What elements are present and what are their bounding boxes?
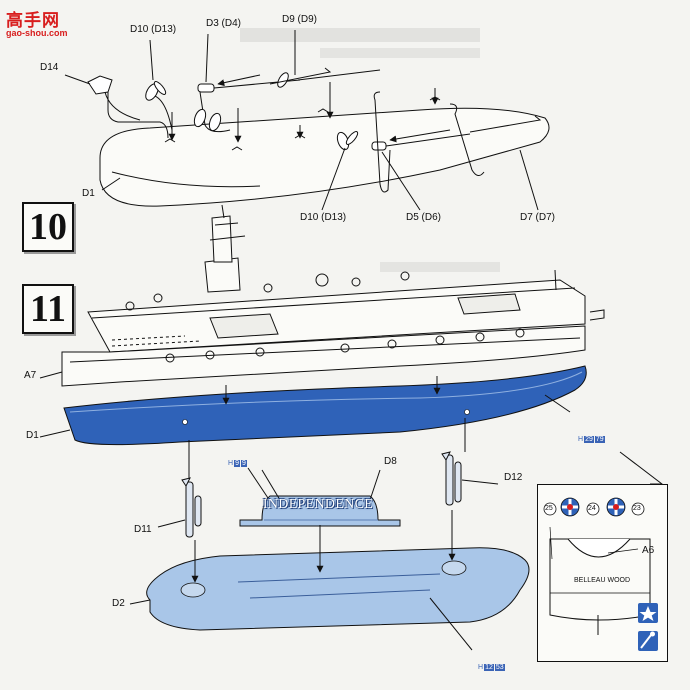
decal-marker-25: 25 (545, 505, 553, 512)
label-d10-d13-top: D10 (D13) (130, 24, 177, 35)
propeller-d9 (269, 67, 332, 88)
page-bleed-decoration (240, 28, 500, 272)
shaft-d5 (371, 133, 471, 151)
label-d7-d7: D7 (D7) (520, 212, 556, 223)
inset-callout (619, 451, 664, 485)
decal-belleau-wood: BELLEAU WOOD (574, 577, 631, 584)
label-d8: D8 (384, 456, 397, 467)
step-11-number: 11 (22, 284, 74, 334)
stand-base-d2 (146, 547, 530, 631)
label-d14: D14 (40, 62, 59, 73)
label-d9-d9: D9 (D9) (282, 14, 318, 25)
step10-lower-hull (87, 67, 550, 207)
lower-hull-d1 (63, 365, 587, 446)
site-watermark: 高手网 gao-shou.com (6, 6, 68, 46)
decal-marker-23: 23 (633, 505, 641, 512)
label-d11: D11 (134, 524, 152, 535)
watermark-url: gao-shou.com (6, 28, 68, 38)
step10-arrows (64, 30, 539, 211)
decal-inset: 25 24 23 BELLEAU WOOD A6 (537, 484, 668, 662)
label-a7: A7 (24, 370, 37, 381)
star-icon (638, 603, 658, 623)
propeller-pair-left (193, 108, 222, 132)
label-d5-d6: D5 (D6) (406, 212, 442, 223)
propeller-d10-lower (336, 131, 359, 151)
stand-post-d12 (441, 451, 462, 506)
stand-post-d11 (181, 477, 202, 538)
label-a6: A6 (642, 545, 655, 556)
part-d14 (87, 75, 169, 139)
step11-arrows (39, 371, 571, 651)
roundel-decal-left (560, 497, 580, 517)
roundel-decal-right (606, 497, 626, 517)
watermark-name: 高手网 (6, 11, 60, 30)
nameplate-text: INDEPENDENCE (262, 497, 374, 512)
nameplate-d8 (239, 495, 401, 527)
label-d2: D2 (112, 598, 125, 609)
aa-gun-mounts (125, 271, 525, 363)
carrier-upper-hull (61, 204, 605, 387)
label-d12: D12 (504, 472, 523, 483)
label-d10-d13-bottom: D10 (D13) (300, 212, 347, 223)
label-d1-hull: D1 (26, 430, 39, 441)
propeller-d10 (145, 81, 167, 101)
decal-marker-24: 24 (588, 505, 596, 512)
inset-drawing (543, 497, 658, 651)
label-d1-top: D1 (82, 188, 95, 199)
paint-brush-icon (638, 631, 658, 651)
label-d3-d4: D3 (D4) (206, 18, 242, 29)
step-10-number: 10 (22, 202, 74, 252)
